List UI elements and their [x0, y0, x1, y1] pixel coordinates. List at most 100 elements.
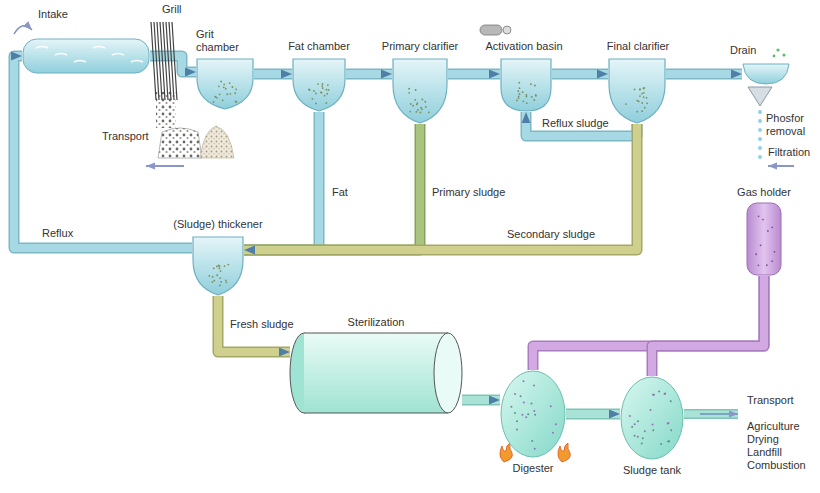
pipe-arrow [448, 74, 500, 75]
art-circle [523, 380, 525, 382]
art-circle [667, 422, 669, 424]
thickener-tank: (Sludge) thickener [166, 218, 270, 296]
art-circle [643, 88, 645, 90]
art-circle [782, 53, 785, 56]
art-circle [517, 90, 519, 92]
art-circle [634, 435, 636, 437]
art-circle [219, 277, 221, 279]
tank-label: Grit chamber [196, 28, 254, 54]
art-circle [408, 88, 410, 90]
pipe-outline [462, 395, 500, 406]
art-circle [224, 265, 226, 267]
art-circle [758, 264, 760, 266]
art-circle [758, 215, 760, 217]
art-circle [226, 93, 228, 95]
label-block: Activation basin [478, 40, 570, 53]
art-circle [639, 95, 641, 97]
tank-label: Sterilization [290, 316, 462, 329]
pipe-connector [254, 74, 292, 75]
art-circle [636, 111, 638, 113]
art-rect [747, 203, 781, 275]
tank-label: Gas holder [728, 186, 800, 199]
art-circle [530, 402, 532, 404]
pipe-connector [448, 74, 500, 75]
art-circle [235, 88, 237, 90]
art-circle [220, 270, 222, 272]
art-circle [755, 253, 757, 255]
label-block: Intake [38, 8, 150, 21]
art-circle [762, 219, 764, 221]
art-circle [670, 400, 672, 402]
pipe-connector [652, 276, 764, 376]
art-circle [315, 92, 317, 94]
label-block: Gas holder [728, 186, 800, 199]
pipe-arrow [666, 74, 742, 75]
art-circle [225, 88, 227, 90]
art-circle [208, 275, 210, 277]
pipe-body [652, 276, 764, 376]
pipe-arrow [652, 276, 764, 376]
art-circle [660, 443, 662, 445]
digester-tank: Digester [494, 370, 572, 478]
pipe-label: Secondary sludge [505, 228, 597, 241]
pipe-arrow [526, 112, 637, 136]
fat-chamber: Fat chamber [284, 40, 354, 112]
part-label: Combustion [745, 459, 808, 472]
art-circle [321, 92, 323, 94]
art-circle [416, 104, 418, 106]
art-circle [214, 96, 216, 98]
label-block: Sterilization [290, 316, 462, 329]
pipe-body [666, 70, 742, 78]
art-circle [420, 107, 422, 109]
tank-outline [197, 59, 253, 109]
art-circle [219, 93, 221, 95]
art-circle [223, 86, 225, 88]
art-path [112, 54, 124, 56]
art-circle [771, 260, 773, 262]
pipe-body [448, 70, 500, 78]
art-circle [631, 426, 633, 428]
tank-shape [22, 38, 150, 74]
part-label: Drain [728, 44, 758, 57]
art-circle [650, 409, 652, 411]
pipe-body [14, 56, 192, 248]
tank-label: Digester [494, 462, 572, 475]
art-ellipse [501, 371, 565, 457]
sludge-tank: Sludge tank [610, 376, 694, 480]
filtrate-droplets [758, 110, 762, 159]
art-circle [213, 280, 215, 282]
tank-shape [196, 58, 254, 110]
chemical-dots [773, 48, 786, 57]
pipe-connector [244, 124, 637, 250]
pipe-arrow [244, 124, 420, 250]
output-pipe [684, 411, 738, 418]
art-circle [514, 393, 516, 395]
art-circle [664, 393, 666, 395]
art-circle [535, 95, 537, 97]
gas-holder: Gas holder [728, 186, 800, 278]
pipe-arrow [566, 414, 620, 415]
tank-label: Fat chamber [284, 40, 354, 53]
art-circle [518, 82, 520, 84]
art-circle [653, 394, 655, 396]
art-circle [234, 92, 236, 94]
tank-outline [193, 237, 243, 295]
pipe-connector [244, 124, 420, 250]
art-circle [758, 119, 762, 123]
art-circle [213, 267, 215, 269]
sterilization-cylinder: Sterilization [290, 316, 462, 414]
activation-basin: Activation basin [478, 40, 570, 112]
art-circle [311, 98, 313, 100]
art-path [293, 59, 345, 111]
art-circle [219, 285, 221, 287]
art-circle [658, 390, 660, 392]
part-label: Transport [745, 394, 796, 407]
art-circle [629, 415, 631, 417]
art-ellipse [621, 377, 683, 459]
art-circle [229, 93, 231, 95]
art-circle [531, 440, 533, 442]
part-label: Filtration [766, 146, 812, 159]
tank-label: Phosfor removal [766, 112, 814, 138]
pipe-body [462, 396, 500, 404]
art-circle [325, 89, 327, 91]
